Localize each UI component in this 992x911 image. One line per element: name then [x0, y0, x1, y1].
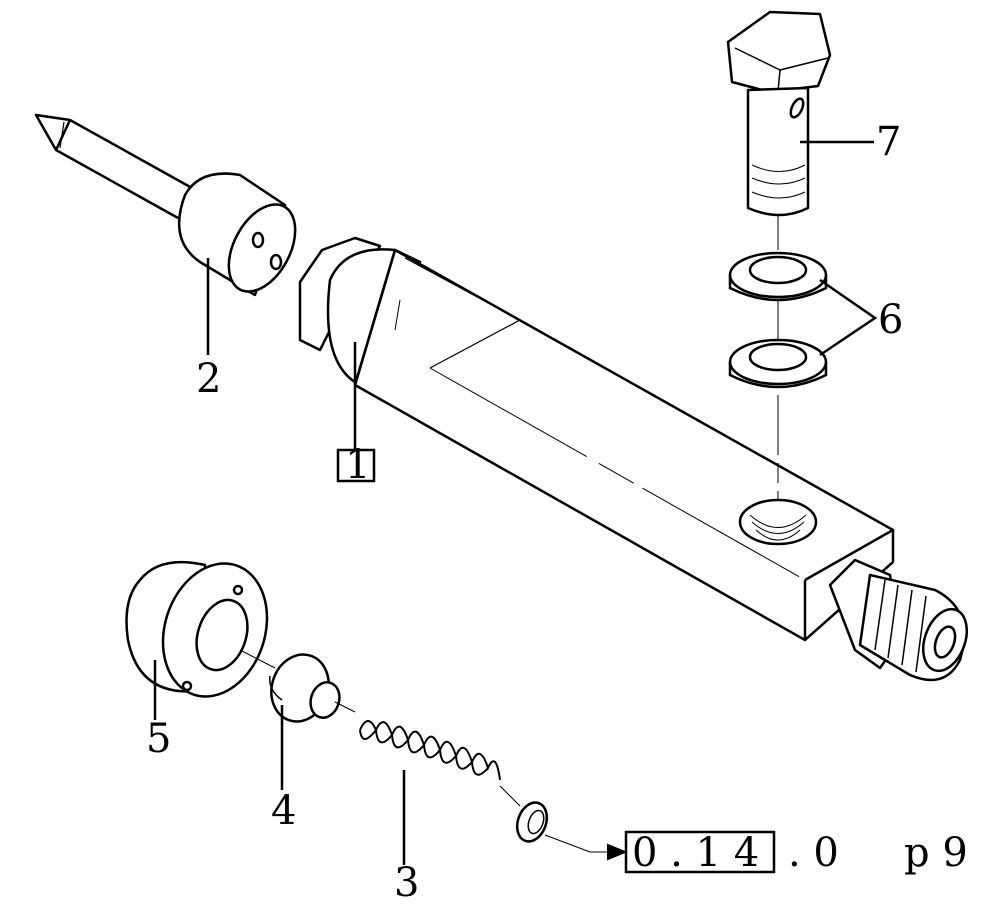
callout-4: 4: [271, 788, 296, 834]
callout-1-box: 1: [336, 442, 376, 488]
callout-7: 7: [876, 119, 901, 165]
reference-boxed: 0 . 1 4: [632, 830, 759, 876]
reference-code: 0 . 1 4 . 0 p 9: [624, 830, 968, 876]
part-5-flange-cap: [125, 560, 276, 720]
part-1-injector-body: [298, 236, 968, 682]
callout-3: 3: [394, 860, 419, 906]
part-6-washers: [728, 215, 878, 500]
callout-1: 1: [345, 442, 370, 488]
part-3-spring: [359, 720, 628, 865]
reference-page: p 9: [904, 830, 968, 876]
reference-suffix: . 0: [788, 830, 839, 876]
callout-6: 6: [878, 297, 903, 343]
callout-5: 5: [146, 716, 171, 762]
callout-2: 2: [196, 356, 221, 402]
part-4-valve: [269, 653, 356, 790]
part-2-needle-tip: [34, 113, 297, 355]
part-7-hex-bolt: [726, 10, 874, 217]
